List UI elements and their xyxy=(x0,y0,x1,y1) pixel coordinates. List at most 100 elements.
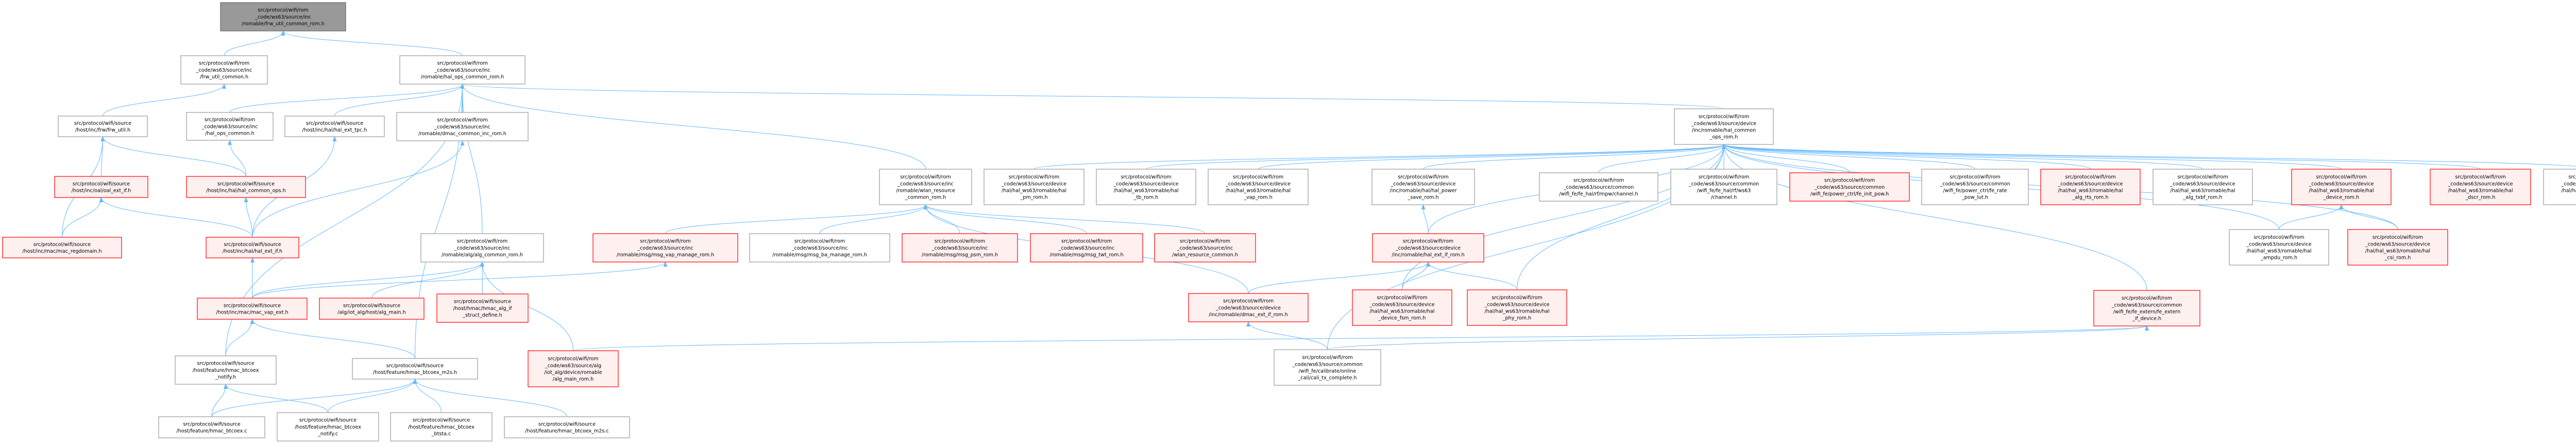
file-node[interactable]: src/protocol/wifi/rom_code/ws63/source/i… xyxy=(1154,233,1256,263)
dependency-edge xyxy=(252,140,465,238)
node-label-line: /channel.h xyxy=(1711,195,1737,201)
node-box xyxy=(1188,293,1309,322)
file-node[interactable]: src/protocol/wifi/source/host/inc/mac/ma… xyxy=(2,237,122,258)
node-label-line: src/protocol/wifi/rom xyxy=(1824,178,1875,184)
file-node[interactable]: src/protocol/wifi/source/host/inc/oal/oa… xyxy=(54,176,148,198)
file-node[interactable]: src/protocol/wifi/source/host/feature/hm… xyxy=(175,355,277,385)
file-node[interactable]: src/protocol/wifi/rom_code/ws63/source/d… xyxy=(2291,169,2392,205)
file-node[interactable]: src/protocol/wifi/rom_code/ws63/source/d… xyxy=(1371,169,1475,205)
dependency-edge xyxy=(1248,261,1430,294)
file-node[interactable]: src/protocol/wifi/rom_code/ws63/source/i… xyxy=(749,233,890,263)
file-node[interactable]: src/protocol/wifi/rom_code/ws63/source/i… xyxy=(420,233,544,263)
node-label-line: src/protocol/wifi/rom xyxy=(2122,296,2172,301)
node-label-line: _code/ws63/source/device xyxy=(1395,245,1461,251)
file-node[interactable]: src/protocol/wifi/rom_code/ws63/source/d… xyxy=(1674,108,1774,145)
node-label-line: /hal/hal_ws63/romable/hal xyxy=(1226,188,1291,194)
dependency-edge xyxy=(371,261,484,299)
root-file-node[interactable]: src/protocol/wifi/rom_code/ws63/source/i… xyxy=(220,2,346,31)
node-label-line: /romable/frw_util_common_rom.h xyxy=(242,21,325,27)
node-label-line: _code/ws63/source/inc xyxy=(1058,245,1115,251)
file-node[interactable]: src/protocol/wifi/rom_code/ws63/source/d… xyxy=(2543,169,2576,205)
file-node[interactable]: src/protocol/wifi/rom_code/ws63/source/d… xyxy=(2153,169,2253,205)
file-node[interactable]: src/protocol/wifi/rom_code/ws63/source/c… xyxy=(1789,172,1910,202)
dependency-edge xyxy=(460,84,483,234)
file-node[interactable]: src/protocol/wifi/rom_code/ws63/source/d… xyxy=(1372,233,1484,263)
file-node[interactable]: src/protocol/wifi/rom_code/ws63/source/d… xyxy=(2430,169,2531,205)
node-box xyxy=(1371,169,1475,205)
node-label-line: _if_device.h xyxy=(2132,316,2161,322)
dependency-edge xyxy=(1146,144,1726,170)
node-label-line: _common_rom.h xyxy=(905,195,946,201)
file-node[interactable]: src/protocol/wifi/source/host/feature/hm… xyxy=(277,412,379,441)
file-node[interactable]: src/protocol/wifi/rom_code/ws63/source/d… xyxy=(1352,289,1452,326)
file-node[interactable]: src/protocol/wifi/source/host/feature/hm… xyxy=(158,416,265,438)
file-node[interactable]: src/protocol/wifi/rom_code/ws63/source/d… xyxy=(2229,229,2329,266)
node-label-line: _ampdu_rom.h xyxy=(2260,255,2297,261)
node-label-line: src/protocol/wifi/rom xyxy=(1223,299,1274,304)
node-label-line: _code/ws63/source/device xyxy=(2170,181,2235,187)
file-node[interactable]: src/protocol/wifi/source/host/hmac/hmac_… xyxy=(436,293,529,323)
node-label-line: src/protocol/wifi/rom xyxy=(1121,174,1171,180)
node-box xyxy=(2430,169,2531,205)
node-label-line: src/protocol/wifi/rom xyxy=(258,8,308,13)
node-label-line: /hal/hal_ws63/romable/hal xyxy=(1113,188,1178,194)
node-label-line: /host/inc/hal/hal_ext_if.h xyxy=(223,249,282,254)
node-box xyxy=(58,116,148,137)
dependency-edge xyxy=(1421,204,1429,234)
file-node[interactable]: src/protocol/wifi/source/host/feature/hm… xyxy=(390,412,493,441)
file-node[interactable]: src/protocol/wifi/rom_code/ws63/source/d… xyxy=(2347,229,2448,266)
file-node[interactable]: src/protocol/wifi/source/host/inc/hal/ha… xyxy=(206,237,299,258)
file-node[interactable]: src/protocol/wifi/rom_code/ws63/source/d… xyxy=(1096,169,1196,205)
file-node[interactable]: src/protocol/wifi/rom_code/ws63/source/c… xyxy=(1921,169,2029,205)
file-node[interactable]: src/protocol/wifi/rom_code/ws63/source/i… xyxy=(180,55,268,85)
file-node[interactable]: src/protocol/wifi/source/host/inc/frw/fr… xyxy=(58,116,148,137)
file-node[interactable]: src/protocol/wifi/rom_code/ws63/source/d… xyxy=(1467,289,1567,326)
file-node[interactable]: src/protocol/wifi/rom_code/ws63/source/d… xyxy=(1188,293,1309,322)
node-box xyxy=(2093,290,2200,326)
file-node[interactable]: src/protocol/wifi/rom_code/ws63/source/d… xyxy=(1208,169,1309,205)
node-label-line: src/protocol/wifi/rom xyxy=(1061,239,1112,244)
node-box xyxy=(206,237,299,258)
file-node[interactable]: src/protocol/wifi/rom_code/ws63/source/i… xyxy=(1030,233,1143,263)
node-box xyxy=(319,298,425,320)
node-box xyxy=(220,2,346,31)
node-label-line: src/protocol/wifi/rom xyxy=(2455,174,2505,180)
node-label-line: _code/ws63/source/common xyxy=(2111,302,2182,308)
node-label-line: /romable/wlan_resource xyxy=(896,188,955,194)
file-node[interactable]: src/protocol/wifi/rom_code/ws63/source/a… xyxy=(528,350,619,387)
node-label-line: src/protocol/wifi/rom xyxy=(2065,174,2115,180)
node-label-line: src/protocol/wifi/source xyxy=(224,242,281,248)
node-box xyxy=(1789,172,1910,202)
file-node[interactable]: src/protocol/wifi/rom_code/ws63/source/c… xyxy=(2093,290,2200,326)
dependency-edge xyxy=(62,197,104,238)
file-node[interactable]: src/protocol/wifi/source/host/feature/hm… xyxy=(504,416,630,438)
file-node[interactable]: src/protocol/wifi/source/host/inc/mac/ma… xyxy=(197,298,308,320)
node-label-line: _vap_rom.h xyxy=(1243,195,1272,201)
node-label-line: _tb_rom.h xyxy=(1133,195,1159,201)
file-node[interactable]: src/protocol/wifi/rom_code/ws63/source/c… xyxy=(1670,169,1777,205)
file-node[interactable]: src/protocol/wifi/source/host/inc/hal/ha… xyxy=(186,176,306,198)
node-box xyxy=(436,293,529,323)
file-node[interactable]: src/protocol/wifi/rom_code/ws63/source/c… xyxy=(1274,349,1381,386)
dependency-edge xyxy=(1722,144,1975,170)
file-node[interactable]: src/protocol/wifi/rom_code/ws63/source/i… xyxy=(902,233,1018,263)
node-label-line: _code/ws63/source/device xyxy=(2246,241,2311,247)
node-label-line: src/protocol/wifi/source xyxy=(183,421,240,427)
file-node[interactable]: src/protocol/wifi/rom_code/ws63/source/i… xyxy=(186,112,274,141)
node-label-line: _code/ws63/source/inc xyxy=(196,68,252,73)
file-node[interactable]: src/protocol/wifi/rom_code/ws63/source/i… xyxy=(592,233,738,263)
node-label-line: /host/inc/mac/mac_vap_ext.h xyxy=(216,310,288,316)
node-label-line: _code/ws63/source/device xyxy=(2057,181,2123,187)
file-node[interactable]: src/protocol/wifi/rom_code/ws63/source/c… xyxy=(1539,172,1658,202)
file-node[interactable]: src/protocol/wifi/rom_code/ws63/source/d… xyxy=(2040,169,2141,205)
file-node[interactable]: src/protocol/wifi/rom_code/ws63/source/i… xyxy=(879,169,972,205)
node-label-line: src/protocol/wifi/rom xyxy=(2177,174,2228,180)
node-label-line: /host/feature/hmac_btcoex xyxy=(193,368,259,373)
dependency-edge xyxy=(103,84,226,117)
file-node[interactable]: src/protocol/wifi/rom_code/ws63/source/i… xyxy=(399,55,526,85)
file-node[interactable]: src/protocol/wifi/source/host/inc/hal/ha… xyxy=(284,116,385,137)
file-node[interactable]: src/protocol/wifi/source/alg/iot_alg/hos… xyxy=(319,298,425,320)
file-node[interactable]: src/protocol/wifi/rom_code/ws63/source/d… xyxy=(984,169,1084,205)
file-node[interactable]: src/protocol/wifi/rom_code/ws63/source/i… xyxy=(396,112,529,141)
file-node[interactable]: src/protocol/wifi/source/host/feature/hm… xyxy=(352,358,478,380)
